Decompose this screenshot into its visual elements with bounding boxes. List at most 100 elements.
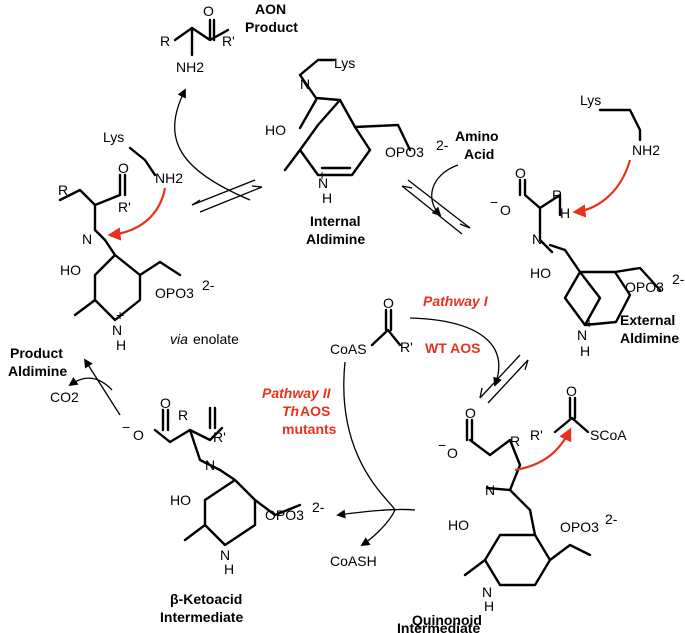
attack-arrow xyxy=(572,159,632,218)
atom-n: N xyxy=(300,76,310,92)
atom-o: O xyxy=(500,202,511,218)
atom-r: R xyxy=(552,187,562,203)
coas-label: CoAS xyxy=(330,341,367,357)
atom-o: O xyxy=(203,3,214,19)
atom-scoa: SCoA xyxy=(590,427,627,443)
atom-r-prime: R' xyxy=(213,429,226,445)
atom-r-prime: R' xyxy=(222,33,235,49)
atom-r: R xyxy=(160,33,170,49)
coash-label: CoASH xyxy=(330,553,377,569)
atom-opo3: OPO3 xyxy=(265,507,304,523)
beta-ketoacid-structure: O − O R R' N HO N H OPO3 2- β-Ketoacid I… xyxy=(122,395,325,625)
atom-r-prime: R' xyxy=(118,199,131,215)
atom-plus: + xyxy=(318,167,326,183)
atom-r-prime: R' xyxy=(400,339,413,355)
atom-n: N xyxy=(205,457,215,473)
atom-minus: − xyxy=(438,437,446,453)
atom-ho: HO xyxy=(170,492,191,508)
atom-opo3: OPO3 xyxy=(385,144,424,160)
beta-label-line2: Intermediate xyxy=(160,609,243,625)
atom-o: O xyxy=(515,165,526,181)
external-aldimine-structure: Lys NH2 O − O R H N HO N + H OPO3 2- Ext… xyxy=(490,92,685,359)
atom-h: H xyxy=(484,598,494,614)
aon-label-line1: AON xyxy=(255,1,286,17)
amino-acid-line1: Amino xyxy=(455,128,499,144)
aon-label-line2: Product xyxy=(245,19,298,35)
atom-ho: HO xyxy=(448,517,469,533)
via-label: via xyxy=(170,331,188,347)
equilibrium-arrow-product xyxy=(191,179,263,213)
atom-charge: 2- xyxy=(312,499,325,515)
amino-acid-line2: Acid xyxy=(464,146,494,162)
pathway-ii-aos: AOS xyxy=(300,403,330,419)
coas-thioester: CoAS O R' xyxy=(330,295,413,357)
lys-attack-arrow xyxy=(107,187,167,241)
pathway-ii-mutants: mutants xyxy=(282,421,337,437)
atom-o: O xyxy=(133,427,144,443)
atom-ho: HO xyxy=(265,122,286,138)
atom-nh2: NH2 xyxy=(632,142,660,158)
internal-label-line1: Internal xyxy=(310,213,361,229)
product-aldimine-structure: O R R' N Lys NH2 HO N + H OPO3 2- Produc… xyxy=(8,129,215,379)
atom-h: H xyxy=(322,190,332,206)
equilibrium-arrow-internal-external xyxy=(401,179,471,235)
atom-o: O xyxy=(118,160,129,176)
decarboxylation-arrow xyxy=(84,358,121,416)
atom-n-ring: N xyxy=(318,175,328,191)
atom-lys: Lys xyxy=(580,92,601,108)
wt-aos-label: WT AOS xyxy=(425,340,480,356)
atom-n-ring: N xyxy=(482,584,492,600)
atom-r: R xyxy=(178,407,188,423)
atom-o: O xyxy=(160,395,171,411)
coash-arrow xyxy=(360,509,396,546)
atom-charge: 2- xyxy=(605,511,618,527)
pathway-i-arrow xyxy=(409,317,502,387)
atom-lys: Lys xyxy=(334,55,355,71)
atom-nh2: NH2 xyxy=(155,170,183,186)
atom-nh2: NH2 xyxy=(176,59,204,75)
pathway-ii-th: Th xyxy=(282,403,299,419)
amino-acid-arrow xyxy=(431,164,459,217)
release-arrow xyxy=(174,88,251,201)
atom-opo3: OPO3 xyxy=(155,285,194,301)
product-label-line2: Aldimine xyxy=(8,363,67,379)
atom-opo3: OPO3 xyxy=(625,279,664,295)
atom-ho: HO xyxy=(60,262,81,278)
coas-curve xyxy=(343,361,396,511)
enolate-label: enolate xyxy=(193,331,239,347)
atom-charge: 2- xyxy=(672,271,685,287)
quinonoid-label-line1: Quinonoid xyxy=(412,612,482,628)
atom-n: N xyxy=(82,231,92,247)
beta-label-line1: β-Ketoacid xyxy=(170,591,242,607)
atom-r: R xyxy=(510,433,520,449)
atom-r: R xyxy=(58,182,68,198)
atom-minus: − xyxy=(490,194,498,210)
atom-o: O xyxy=(383,295,394,311)
product-label-line1: Product xyxy=(10,345,63,361)
atom-n-ring: N xyxy=(577,327,587,343)
atom-o: O xyxy=(447,445,458,461)
external-label-line1: External xyxy=(620,312,675,328)
to-beta-arrow xyxy=(336,508,416,519)
external-label-line2: Aldimine xyxy=(620,330,679,346)
atom-minus: − xyxy=(122,419,130,435)
pathway-ii-label: Pathway II xyxy=(262,385,332,401)
atom-h: H xyxy=(580,343,590,359)
equilibrium-arrow-external-quinonoid xyxy=(479,354,529,404)
quinonoid-structure: O − O R N HO N H OPO3 2- R' O SCoA Quino… xyxy=(412,383,627,628)
atom-h: H xyxy=(224,561,234,577)
pathway-i-label: Pathway I xyxy=(423,293,489,309)
atom-charge: 2- xyxy=(436,137,449,153)
atom-charge: 2- xyxy=(202,277,215,293)
atom-h: H xyxy=(560,205,570,221)
atom-plus: + xyxy=(116,307,124,323)
atom-lys: Lys xyxy=(103,129,124,145)
quinonoid-label-line2: Intermediate xyxy=(397,620,480,633)
internal-aldimine-structure: Lys N HO N + H OPO3 2- Internal Aldimine xyxy=(265,55,449,247)
internal-label-line2: Aldimine xyxy=(306,231,365,247)
aon-product-structure: O R R' NH2 AON Product xyxy=(160,1,298,75)
atom-n: N xyxy=(485,482,495,498)
co2-arrow xyxy=(68,377,113,391)
